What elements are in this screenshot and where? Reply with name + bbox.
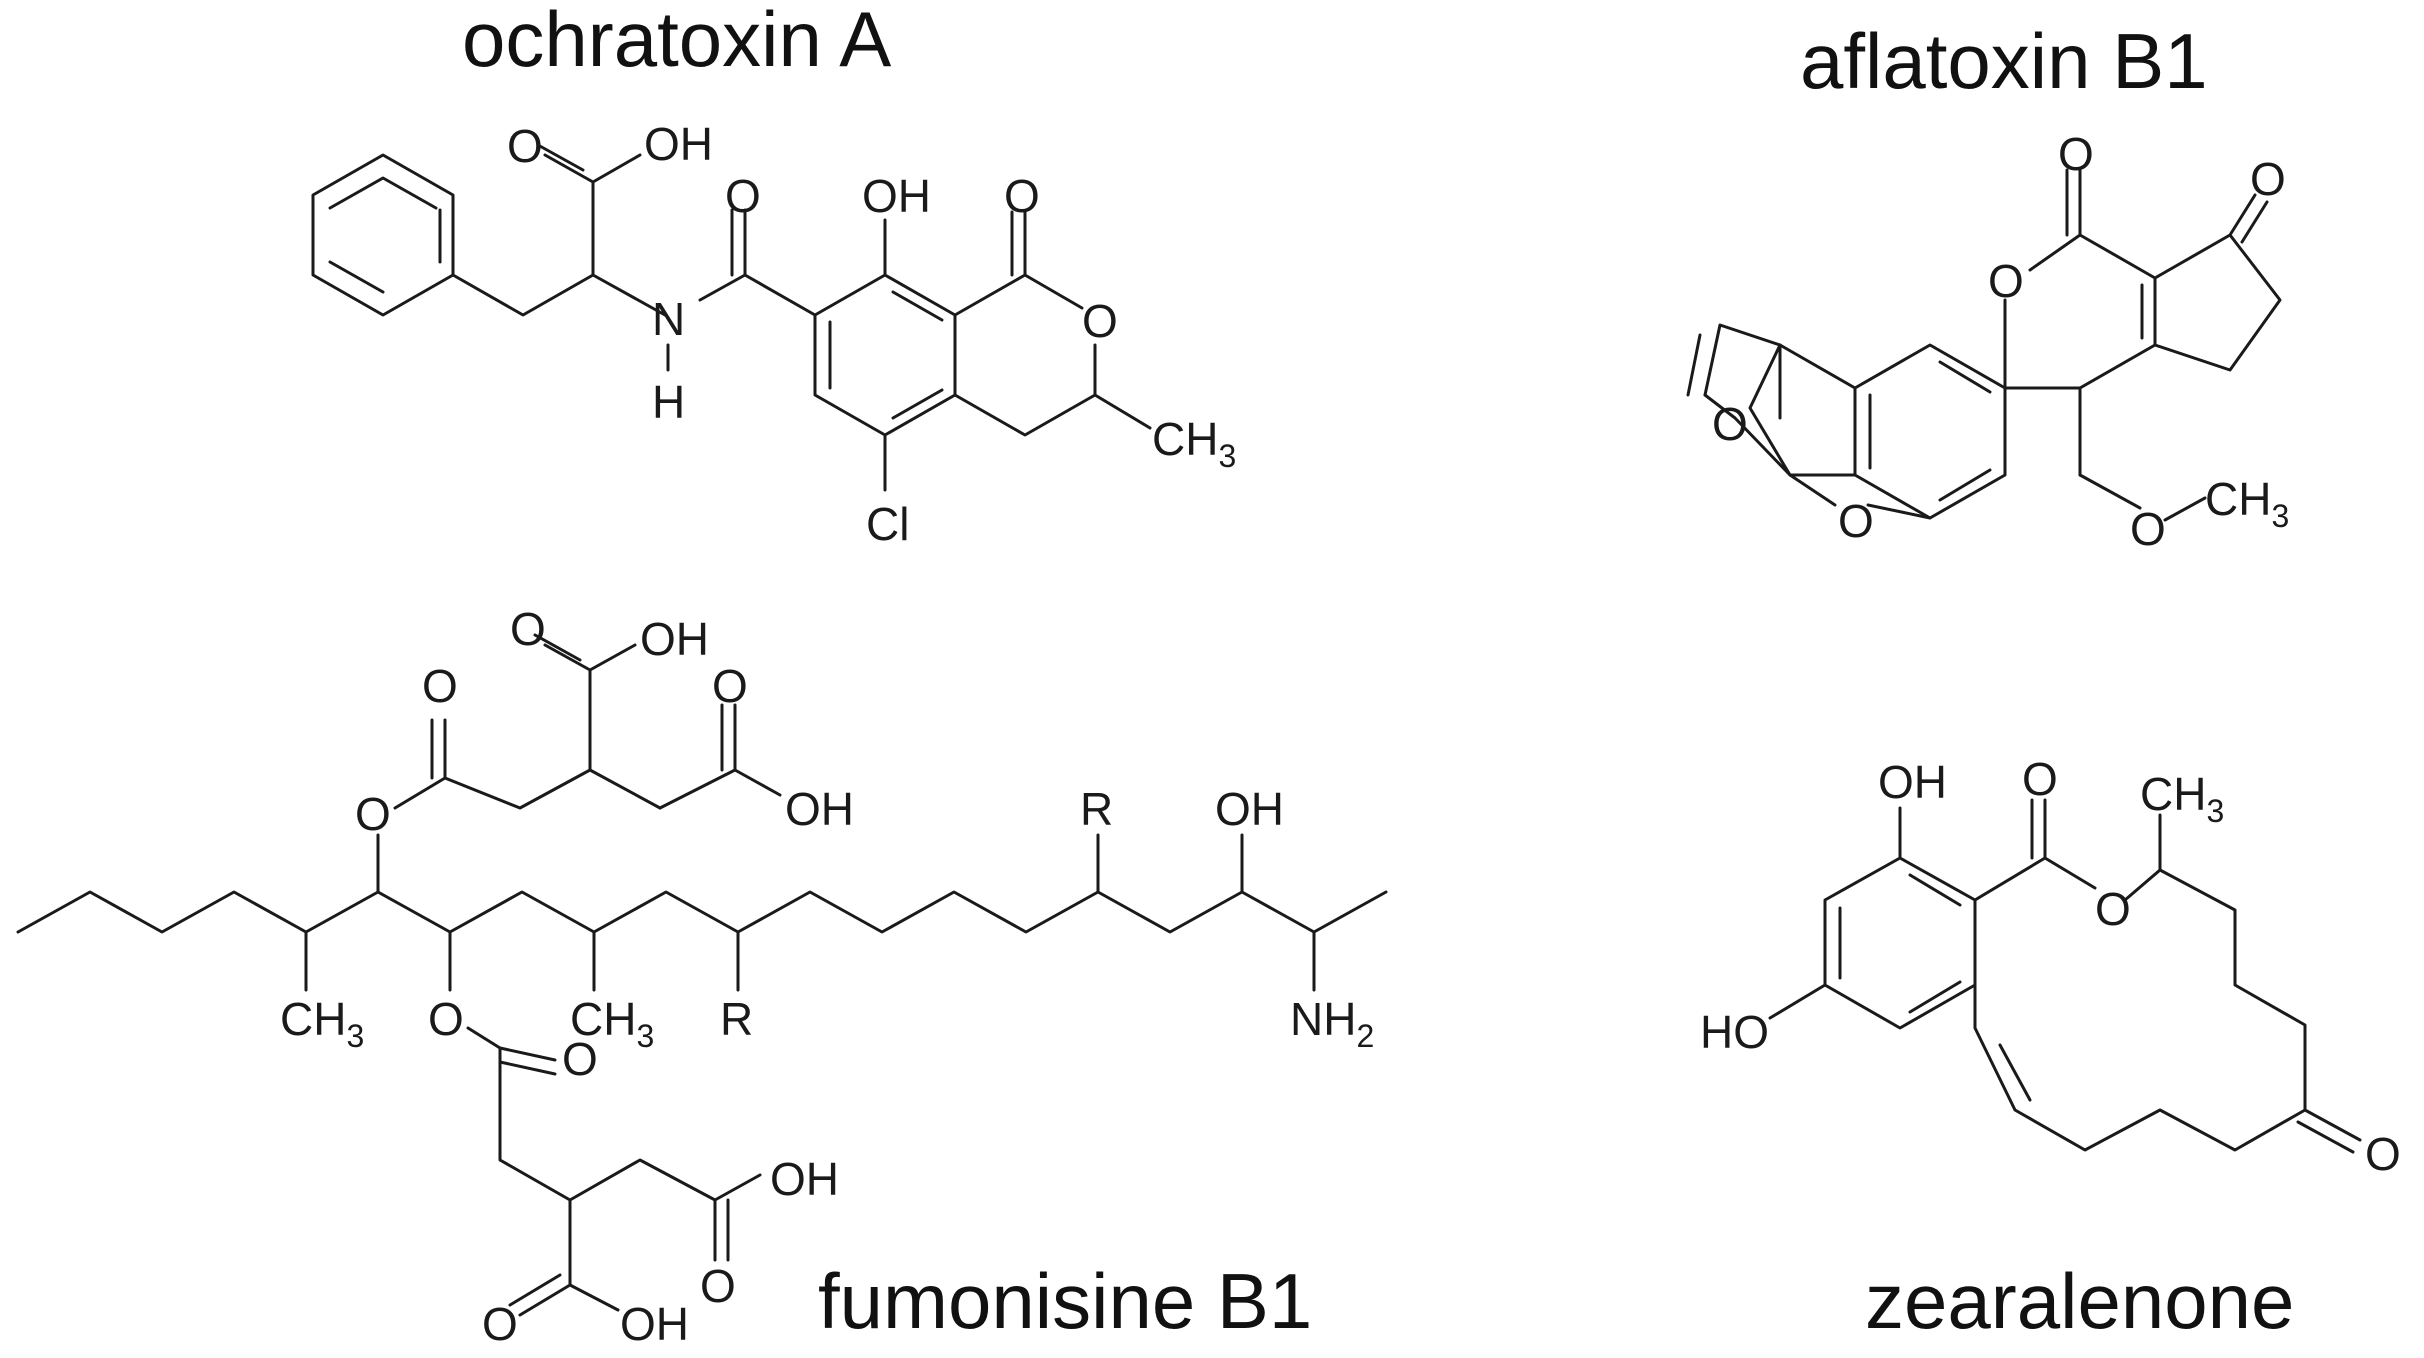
atom-o: O bbox=[422, 660, 458, 712]
atom-o: O bbox=[2095, 883, 2131, 935]
atom-oh: OH bbox=[640, 613, 709, 665]
atom-o: O bbox=[2130, 503, 2166, 555]
atom-o: O bbox=[1082, 295, 1118, 347]
atom-o: O bbox=[428, 993, 464, 1045]
atom-o: O bbox=[2058, 128, 2094, 180]
aflatoxin-aromatic-ring bbox=[1853, 343, 2007, 520]
atom-o: O bbox=[507, 120, 543, 172]
title-fumonisin: fumonisine B1 bbox=[818, 1257, 1312, 1345]
atom-ch3: CH3 bbox=[2140, 768, 2224, 829]
atom-oh: OH bbox=[770, 1153, 839, 1205]
fumonisin-structure: CH3 CH3 R R OH NH2 O O O OH O OH O bbox=[16, 603, 1388, 1350]
atom-r: R bbox=[720, 993, 753, 1045]
atom-o: O bbox=[2365, 1128, 2401, 1180]
atom-o: O bbox=[482, 1298, 518, 1350]
aflatoxin-structure: O O O O CH3 O O bbox=[1686, 128, 2289, 555]
atom-o: O bbox=[355, 788, 391, 840]
title-ochratoxin: ochratoxin A bbox=[462, 0, 891, 83]
atom-h: H bbox=[652, 376, 685, 428]
atom-ch3: CH3 bbox=[570, 993, 654, 1054]
atom-o: O bbox=[725, 170, 761, 222]
atom-o: O bbox=[1004, 170, 1040, 222]
atom-o: O bbox=[510, 603, 546, 655]
atom-r: R bbox=[1080, 783, 1113, 835]
atom-ch3: CH3 bbox=[280, 993, 364, 1054]
atom-oh: OH bbox=[1878, 756, 1947, 808]
title-aflatoxin: aflatoxin B1 bbox=[1800, 17, 2208, 105]
atom-o: O bbox=[1712, 398, 1748, 450]
atom-n: N bbox=[652, 293, 685, 345]
atom-oh: OH bbox=[644, 118, 713, 170]
atom-o: O bbox=[700, 1260, 736, 1312]
atom-o: O bbox=[2250, 153, 2286, 205]
atom-o: O bbox=[562, 1033, 598, 1085]
atom-o: O bbox=[712, 660, 748, 712]
title-zearalenone: zearalenone bbox=[1865, 1257, 2294, 1345]
ochratoxin-aromatic-ring bbox=[813, 273, 957, 437]
atom-oh: OH bbox=[1215, 783, 1284, 835]
atom-nh2: NH2 bbox=[1290, 993, 1374, 1054]
zearalenone-aromatic-ring bbox=[1823, 856, 1977, 1030]
atom-oh: OH bbox=[785, 783, 854, 835]
atom-ch3: CH3 bbox=[1152, 413, 1236, 474]
ochratoxin-structure: O OH N H O OH Cl O O CH3 bbox=[311, 118, 1236, 550]
atom-ch3: CH3 bbox=[2205, 473, 2289, 534]
atom-o: O bbox=[2022, 753, 2058, 805]
zearalenone-structure: OH HO O O CH3 O bbox=[1700, 753, 2401, 1180]
atom-oh: OH bbox=[862, 170, 931, 222]
atom-o: O bbox=[1838, 495, 1874, 547]
atom-oh: OH bbox=[620, 1298, 689, 1350]
atom-o: O bbox=[1988, 255, 2024, 307]
atom-ho: HO bbox=[1700, 1006, 1769, 1058]
atom-cl: Cl bbox=[866, 498, 909, 550]
